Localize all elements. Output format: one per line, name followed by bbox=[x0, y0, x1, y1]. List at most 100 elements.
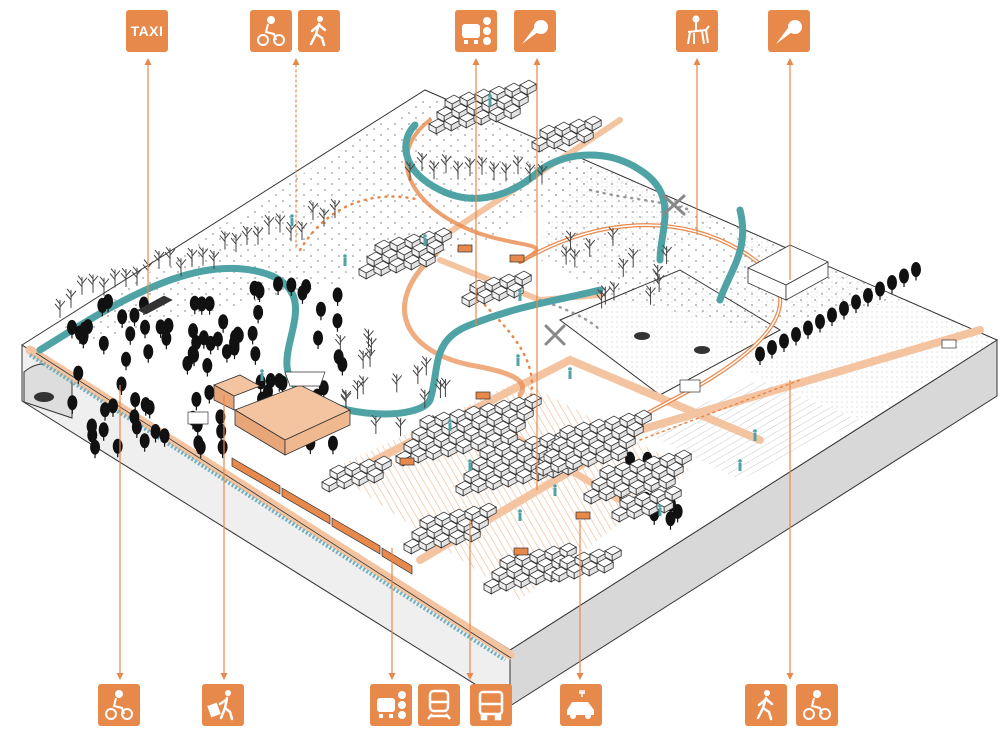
house bbox=[584, 115, 603, 132]
house bbox=[581, 560, 600, 577]
tree bbox=[440, 153, 452, 174]
tree bbox=[440, 377, 451, 398]
tree bbox=[125, 326, 136, 345]
tree bbox=[779, 333, 789, 352]
tree bbox=[911, 262, 921, 281]
tree bbox=[159, 428, 170, 447]
tree bbox=[139, 433, 150, 452]
forest bbox=[54, 151, 921, 530]
boat bbox=[137, 295, 173, 315]
person bbox=[290, 214, 294, 226]
house bbox=[321, 476, 340, 493]
car bbox=[575, 511, 591, 520]
tree bbox=[78, 329, 89, 349]
tree bbox=[247, 325, 258, 345]
house bbox=[604, 545, 623, 562]
house bbox=[626, 421, 645, 438]
house bbox=[515, 468, 534, 485]
tree bbox=[130, 392, 141, 411]
car bbox=[457, 244, 473, 253]
house bbox=[479, 502, 498, 519]
tree bbox=[164, 246, 176, 267]
tree bbox=[488, 161, 500, 181]
house bbox=[613, 482, 632, 499]
tree bbox=[273, 276, 284, 296]
connector-lines bbox=[119, 62, 791, 676]
tree bbox=[218, 314, 229, 333]
tree bbox=[645, 285, 656, 305]
tree bbox=[357, 375, 369, 395]
house bbox=[611, 506, 630, 523]
tree bbox=[98, 276, 110, 296]
tree bbox=[329, 198, 341, 219]
house bbox=[433, 532, 452, 549]
car bbox=[513, 547, 529, 556]
house bbox=[516, 405, 535, 422]
tree bbox=[364, 347, 376, 367]
tree bbox=[120, 267, 132, 288]
car bbox=[399, 457, 415, 466]
tree bbox=[863, 288, 873, 307]
tree bbox=[599, 285, 611, 305]
house bbox=[426, 239, 445, 256]
house bbox=[566, 563, 585, 580]
tree bbox=[252, 225, 264, 245]
tree bbox=[221, 344, 232, 363]
tree bbox=[202, 358, 213, 377]
tree bbox=[277, 375, 288, 395]
house bbox=[351, 470, 370, 487]
tree bbox=[182, 356, 193, 375]
tree bbox=[584, 237, 596, 258]
tree bbox=[452, 160, 464, 180]
cattle bbox=[634, 332, 710, 354]
house bbox=[471, 514, 490, 531]
house bbox=[519, 79, 538, 96]
wild-boar-icon bbox=[34, 392, 54, 402]
tree bbox=[286, 277, 297, 296]
tree bbox=[652, 263, 664, 283]
house bbox=[428, 118, 447, 135]
person bbox=[518, 289, 522, 301]
house bbox=[500, 429, 519, 446]
tree bbox=[607, 226, 619, 247]
tree bbox=[366, 336, 377, 356]
tree bbox=[327, 435, 338, 455]
car bbox=[475, 391, 491, 400]
tree bbox=[254, 283, 265, 303]
person bbox=[343, 254, 347, 266]
house bbox=[643, 476, 662, 493]
tree bbox=[435, 378, 446, 399]
tree bbox=[767, 340, 777, 359]
pedestrian-icon bbox=[298, 10, 340, 52]
ferry bbox=[284, 371, 326, 387]
house bbox=[641, 500, 660, 517]
tree bbox=[175, 257, 187, 277]
tree bbox=[416, 151, 428, 172]
tree bbox=[241, 225, 253, 245]
tree bbox=[98, 335, 109, 355]
house bbox=[583, 488, 602, 505]
tree bbox=[208, 249, 220, 270]
tree bbox=[129, 307, 140, 327]
tree bbox=[274, 213, 286, 233]
tree bbox=[318, 207, 330, 227]
connector-arrowheads bbox=[116, 58, 794, 680]
tree bbox=[116, 376, 127, 395]
house bbox=[511, 91, 530, 108]
house bbox=[373, 260, 392, 277]
local-produce-icon bbox=[768, 10, 810, 52]
local-produce-icon bbox=[514, 10, 556, 52]
tree bbox=[512, 154, 524, 175]
tree bbox=[791, 327, 801, 346]
tree bbox=[195, 439, 206, 459]
person bbox=[423, 234, 427, 246]
electric-car-icon bbox=[560, 684, 602, 726]
house bbox=[358, 263, 377, 280]
house bbox=[440, 441, 459, 458]
tree bbox=[296, 220, 308, 241]
tree bbox=[66, 319, 77, 339]
tree bbox=[661, 244, 672, 265]
tree bbox=[219, 230, 231, 250]
tree bbox=[189, 347, 200, 367]
house bbox=[425, 444, 444, 461]
